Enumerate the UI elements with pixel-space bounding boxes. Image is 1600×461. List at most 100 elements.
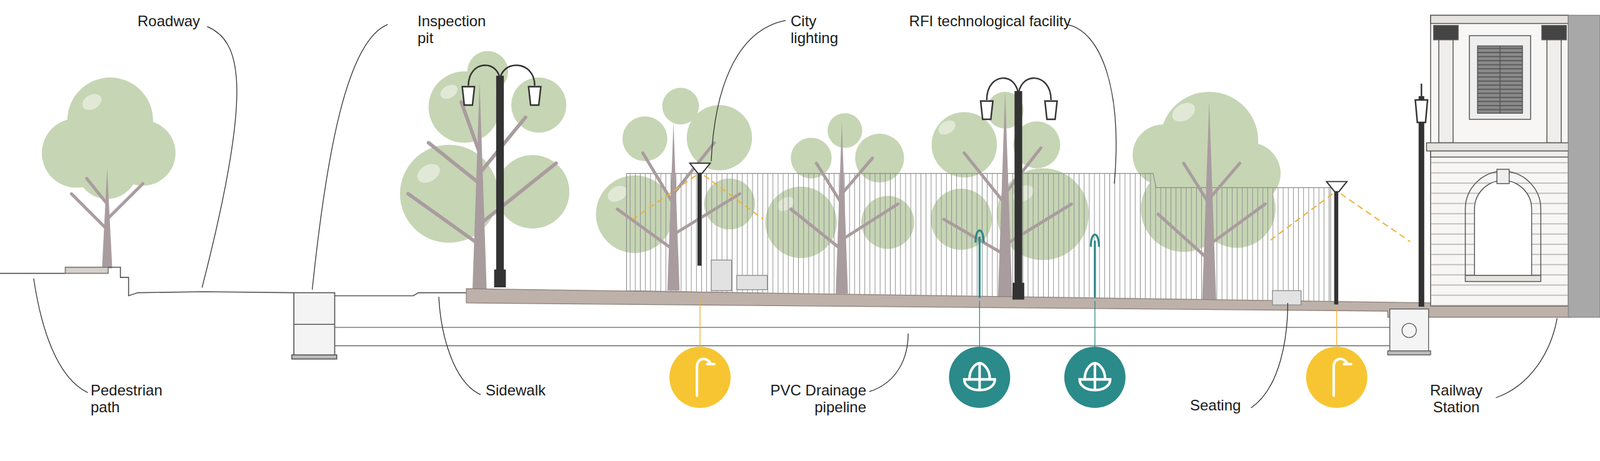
leader-lines-part	[711, 20, 786, 162]
icon-circles-part-part	[1079, 363, 1110, 390]
city-lights-part	[1336, 308, 1337, 347]
icon-circles	[669, 346, 1368, 409]
double-lamp-posts-part	[1015, 91, 1022, 299]
crown-highlights-part	[1168, 99, 1199, 126]
icon-circles-part	[669, 346, 731, 409]
double-lamp-posts-part	[980, 101, 994, 120]
fountains-part	[1090, 235, 1099, 299]
city-lights-part-part	[1335, 190, 1339, 305]
railway-station-part	[1430, 156, 1569, 306]
icon-circles-part	[1064, 346, 1126, 409]
tree-crowns-part	[495, 155, 570, 229]
railway-station-part	[1430, 151, 1569, 158]
double-lamp-posts-part	[1420, 83, 1422, 100]
tree-trunks-part	[943, 148, 1072, 255]
icon-circles-part	[1306, 346, 1368, 409]
drainage-pipeline-part	[1387, 351, 1431, 356]
tree-trunks-part	[71, 178, 143, 230]
inspection-pit-part	[293, 293, 335, 358]
railway-station-part	[1430, 15, 1569, 24]
leader-lines-part	[1066, 24, 1117, 184]
tree-crowns-part	[827, 113, 863, 149]
railway-station-part	[1430, 15, 1569, 307]
railway-station-part	[1499, 45, 1500, 114]
city-lights-part-part	[1340, 193, 1410, 242]
city-lights-part	[632, 175, 1410, 242]
ground-and-roadway-part	[335, 293, 467, 297]
tree-trunks-part	[790, 158, 898, 250]
fountains	[975, 230, 1100, 347]
city-lights-part	[690, 163, 1347, 304]
crown-highlights-part	[935, 117, 958, 138]
railway-station-part	[1474, 180, 1532, 276]
tree-crowns-part	[790, 137, 832, 179]
leader-lines-part	[869, 333, 909, 392]
railway-station-part	[1496, 169, 1510, 184]
seating	[711, 260, 1302, 305]
double-lamp-posts-part	[528, 86, 542, 105]
tree-trunks-part	[617, 143, 740, 250]
callout-label: Seating	[1190, 396, 1252, 414]
icon-circles-part-part	[1343, 363, 1351, 366]
tree-trunks-part	[835, 122, 849, 294]
leader-lines-part	[33, 278, 89, 394]
railway-station-part	[1465, 171, 1541, 276]
ground-and-roadway	[0, 267, 467, 297]
tree-crowns-part	[686, 105, 752, 170]
city-lights-part-part	[1326, 181, 1347, 192]
drainage-pipeline-part	[335, 326, 1390, 328]
fountains-part	[975, 230, 984, 299]
crown-highlights-part	[605, 182, 630, 205]
railway-station-part	[1568, 15, 1600, 318]
leader-lines-part	[201, 26, 237, 288]
callout-label: Railway Station	[1422, 381, 1490, 416]
railway-station-part	[1433, 25, 1459, 40]
crown-highlights-part	[79, 90, 105, 114]
double-lamp-posts-part	[462, 86, 475, 105]
crown-highlights-part	[413, 160, 444, 187]
crown-highlights-part	[438, 81, 460, 102]
callout-label: Sidewalk	[485, 381, 568, 399]
callout-label: Pedestrian path	[90, 381, 175, 416]
seating-part	[711, 260, 732, 291]
tree-trunks-part	[667, 122, 680, 291]
leader-lines	[33, 20, 1558, 409]
leader-lines-part	[1251, 303, 1289, 409]
double-lamp-posts-part	[500, 65, 535, 86]
double-lamp-posts-part	[468, 65, 500, 86]
inspection-pit-part	[291, 355, 337, 360]
city-lights-part-part	[704, 175, 764, 220]
callout-label: City lighting	[790, 12, 865, 47]
double-lamp-posts-part	[986, 78, 1019, 100]
railway-station-part	[1469, 35, 1531, 120]
inspection-pit-part	[293, 323, 335, 325]
ground-and-roadway-part	[65, 267, 109, 274]
tree-trunks-part	[472, 81, 487, 292]
city-lights-part	[699, 298, 700, 347]
callout-label: Roadway	[137, 12, 230, 30]
tree-trunks	[71, 81, 1265, 305]
icon-circles-part-part	[964, 363, 995, 390]
drainage-pipeline-part	[335, 345, 1390, 347]
double-lamp-posts-part	[495, 270, 505, 287]
railway-station	[1426, 15, 1600, 318]
drainage-pipeline-part	[1401, 323, 1417, 339]
railway-station-part	[1477, 45, 1523, 114]
city-lights-part-part	[1268, 193, 1333, 242]
tree-trunks-part	[408, 101, 557, 245]
ground-and-roadway-part	[108, 267, 294, 297]
inspection-pit	[291, 293, 337, 360]
railway-station-part	[1438, 38, 1454, 144]
railway-station-part	[1426, 143, 1572, 152]
double-lamp-posts-part	[1419, 96, 1424, 307]
drainage-pipeline-part	[1390, 309, 1429, 353]
double-lamp-posts-part	[1013, 283, 1024, 299]
leader-lines-part	[1495, 318, 1557, 398]
city-lights-part-part	[632, 175, 696, 220]
seating-part	[736, 275, 768, 290]
tree-crowns-part	[931, 112, 997, 178]
double-lamp-posts-part	[1415, 100, 1428, 123]
railway-station-part	[1477, 45, 1523, 114]
railway-station-part	[1465, 275, 1541, 282]
